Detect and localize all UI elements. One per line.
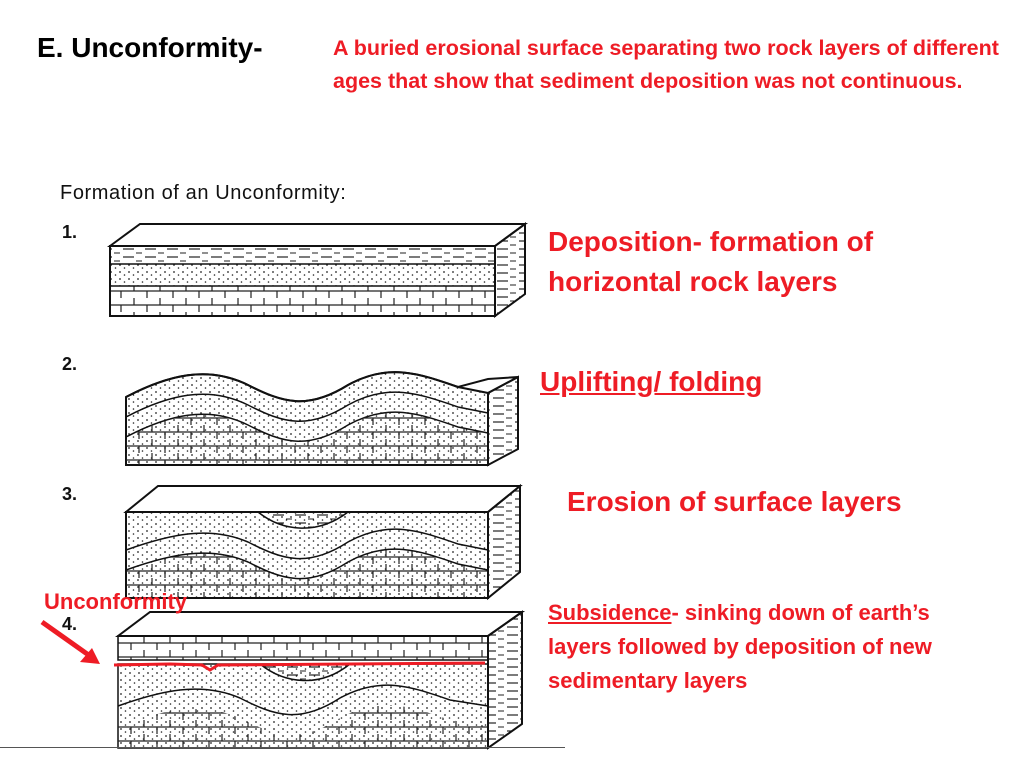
- block-diagram-deposition: [106, 222, 529, 318]
- step-number-4: 4.: [62, 614, 78, 634]
- block-diagram-folding: [125, 371, 519, 467]
- baseline-divider: [0, 747, 565, 748]
- arrow-icon: [40, 619, 100, 664]
- subsidence-description: - sinking down of earth’s layers followe…: [548, 600, 932, 693]
- unconformity-line: [113, 661, 486, 672]
- step-number-1: 1.: [62, 222, 78, 242]
- step-number-3: 3.: [62, 484, 78, 504]
- subsidence-term: Subsidence: [548, 600, 672, 625]
- block-diagram-erosion: [123, 483, 523, 601]
- step-number-2: 2.: [62, 354, 78, 374]
- caption-subsidence: Subsidence- sinking down of earth’s laye…: [548, 596, 988, 698]
- caption-deposition: Deposition- formation of horizontal rock…: [548, 226, 874, 297]
- block-diagram-subsidence: [113, 610, 526, 750]
- definition-text: A buried erosional surface separating tw…: [333, 36, 999, 93]
- caption-uplifting: Uplifting/ folding: [540, 366, 763, 397]
- slide-title: E. Unconformity-: [37, 32, 263, 63]
- caption-erosion: Erosion of surface layers: [567, 486, 902, 517]
- figure-title: Formation of an Unconformity:: [60, 182, 347, 204]
- unconformity-label: Unconformity: [44, 589, 187, 614]
